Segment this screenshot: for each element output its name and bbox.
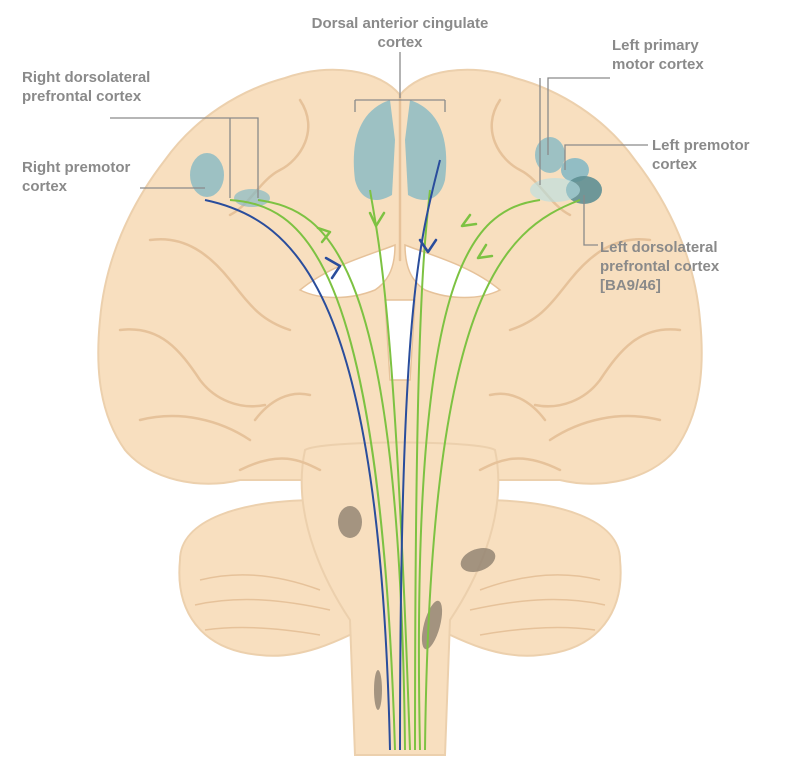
label-dorsal-anterior-cingulate: Dorsal anterior cingulate cortex [300,14,500,52]
green-path-l-pm [417,199,541,751]
label-left-dorsolateral-prefrontal: Left dorsolateral prefrontal cortex [BA9… [600,238,719,295]
green-path-r-pm [229,199,396,751]
green-path-r-dlpfc [257,199,406,751]
label-left-premotor: Left premotor cortex [652,136,750,174]
green-path-l-dlpfc [424,199,581,751]
arrowheads [316,211,494,280]
dacc-leader [354,52,446,112]
label-line: prefrontal cortex [22,88,142,105]
cortical-folds [118,93,682,472]
arrow-green-4 [476,243,494,260]
blue-path-right [204,199,391,751]
leader-lines [110,52,648,246]
label-line: Left dorsolateral [600,239,718,256]
blue-pathways [204,159,441,751]
green-path-dacc-l [369,189,411,751]
label-line: cortex [377,34,423,51]
label-line: Left premotor [652,137,750,154]
label-line: Right dorsolateral [22,69,151,86]
label-line: cortex [652,156,698,173]
label-line: prefrontal cortex [600,258,720,275]
l-pm-leader [564,144,648,170]
left-m1-region [535,137,565,173]
label-right-premotor: Right premotor cortex [22,158,130,196]
arrow-green-1 [316,226,332,244]
lesion-stem-left [374,670,382,710]
label-right-dorsolateral-prefrontal: Right dorsolateral prefrontal cortex [22,68,150,106]
cerebellum-folia [194,574,606,636]
r-dlpfc-leader [110,117,259,198]
left-premotor-region [561,158,589,182]
lesion-medulla [421,600,443,650]
label-line: Dorsal anterior cingulate [311,15,489,32]
arrow-green-2 [368,211,386,228]
label-line: Left primary [612,37,699,54]
label-line: Right premotor [22,159,131,176]
lesion-left-pons [338,506,362,538]
label-line: cortex [22,178,68,195]
left-dlpfc-halo [530,178,580,202]
dacc-region-left [353,100,395,200]
label-line: [BA9/46] [600,277,661,294]
label-left-primary-motor: Left primary motor cortex [612,36,704,74]
arrow-blue-2 [418,238,438,254]
l-dlpfc-leader [583,195,598,246]
blue-path-left [399,159,441,751]
right-premotor-region [190,153,224,197]
label-line: motor cortex [612,56,704,73]
l-m1-leader [539,77,610,185]
arrow-green-3 [460,213,478,228]
lesion-patches [338,506,496,710]
lesion-right-pons [460,547,496,573]
arrow-blue-1 [324,256,342,280]
